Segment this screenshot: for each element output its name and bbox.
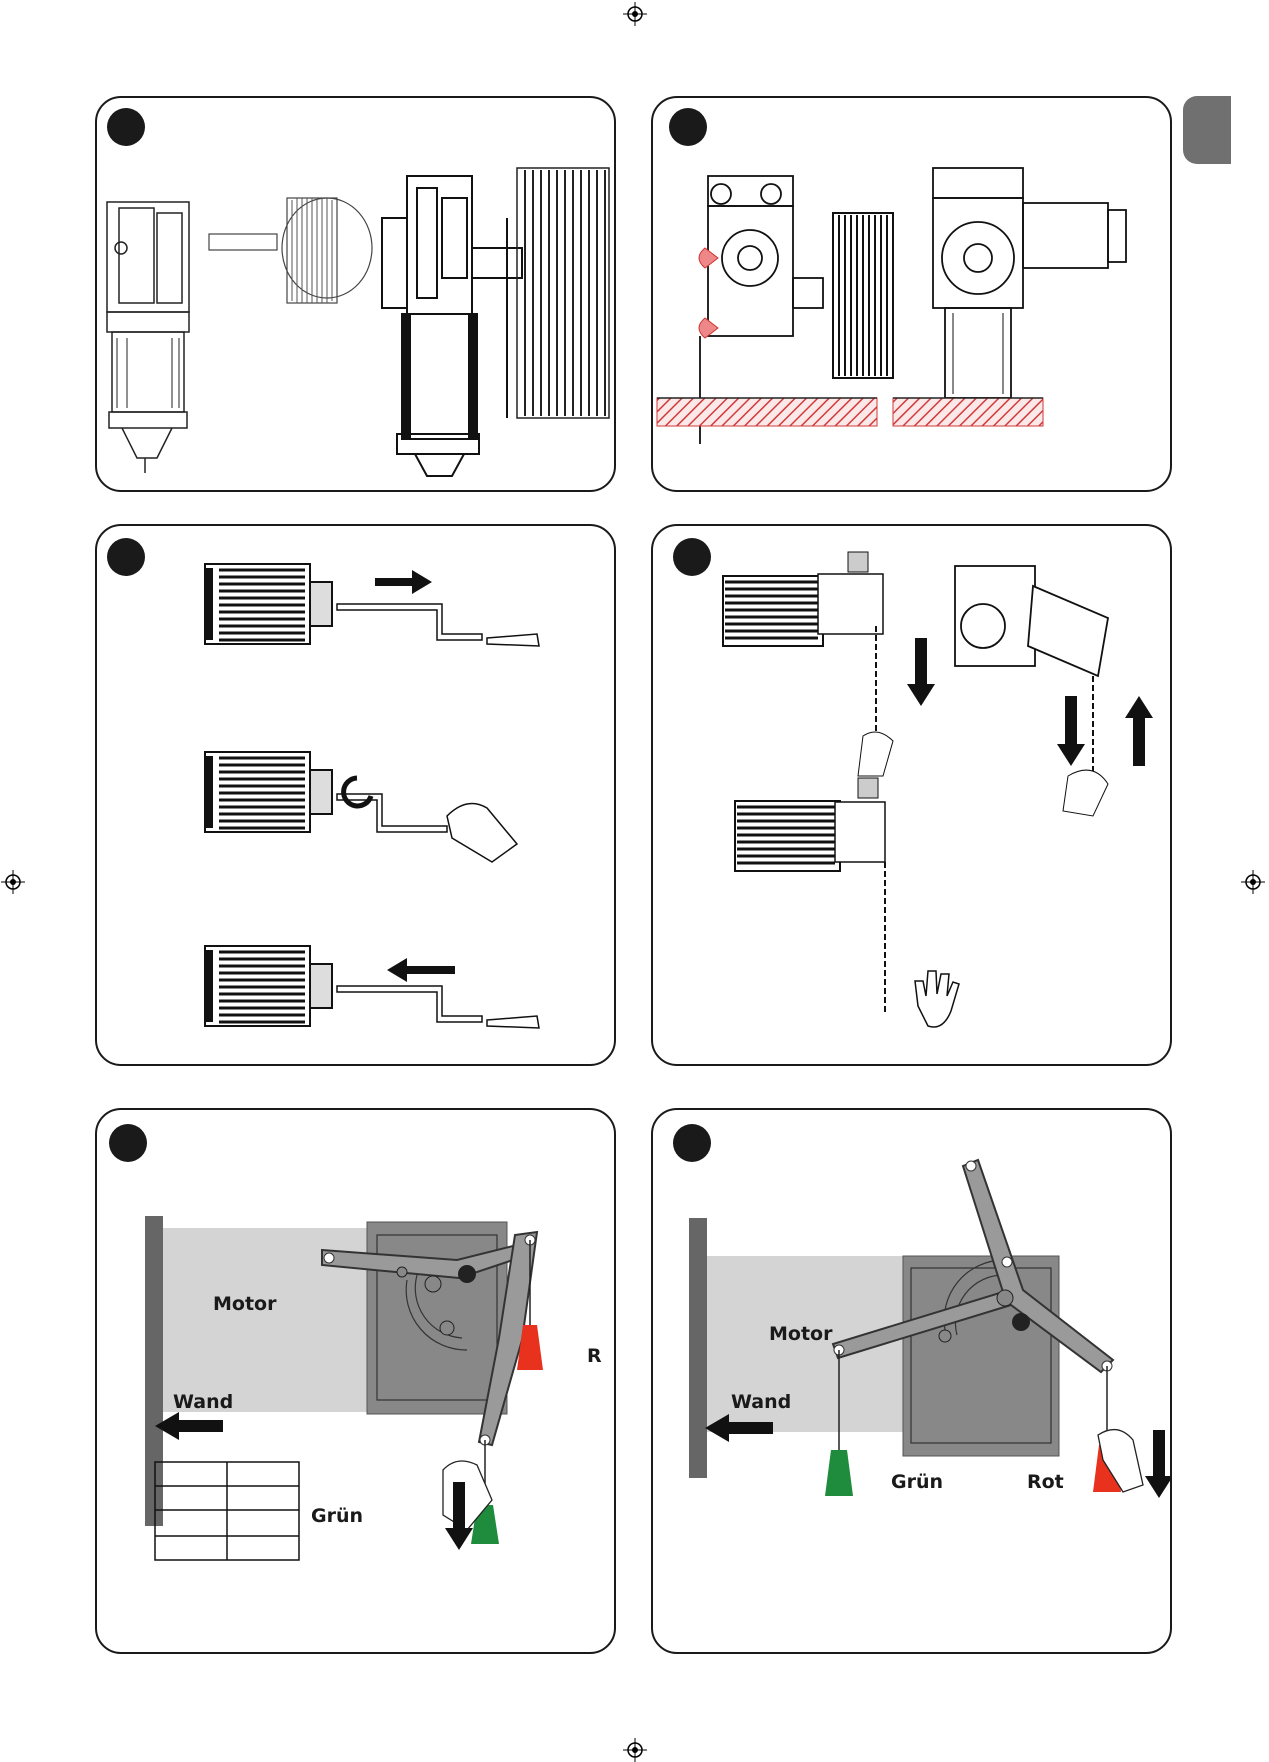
- panel-4: [651, 524, 1172, 1066]
- wall-label: Wand: [173, 1391, 233, 1413]
- limit-switch-setting-diagram: Motor Wand Grün R: [97, 1110, 616, 1654]
- green-cone: [825, 1450, 853, 1496]
- motor-floor-mounting-diagram: [653, 98, 1172, 492]
- limit-switch-setting-diagram-2: Motor Wand Grün Rot: [653, 1110, 1172, 1654]
- chain-release-diagram: [653, 526, 1172, 1066]
- wall: [145, 1216, 163, 1526]
- figure-number-badge: [109, 1124, 147, 1162]
- motor-shaft-mounting-diagram: [97, 98, 616, 492]
- red-label: Rot: [1027, 1471, 1064, 1493]
- wall-arrow-icon: [155, 1412, 223, 1440]
- figure-number-badge: [673, 1124, 711, 1162]
- panel-6: Motor Wand Grün Rot: [651, 1108, 1172, 1654]
- crank-release-steps-diagram: [97, 526, 616, 1066]
- figure-number-badge: [673, 538, 711, 576]
- motor-label: Motor: [213, 1293, 277, 1315]
- down-arrow-icon: [1145, 1430, 1172, 1498]
- figure-number-badge: [107, 538, 145, 576]
- limit-switch-housing: [367, 1222, 507, 1414]
- registration-mark-left: [1, 870, 25, 894]
- settings-table: [155, 1462, 299, 1560]
- panel-1: [95, 96, 616, 492]
- green-label: Grün: [311, 1505, 363, 1527]
- wall-label: Wand: [731, 1391, 791, 1413]
- green-label: Grün: [891, 1471, 943, 1493]
- registration-mark-top: [623, 2, 647, 26]
- red-label: R: [587, 1345, 602, 1367]
- panel-5: Motor Wand Grün R: [95, 1108, 616, 1654]
- panel-3: [95, 524, 616, 1066]
- registration-mark-bottom: [623, 1738, 647, 1762]
- panel-2: [651, 96, 1172, 492]
- figure-number-badge: [669, 108, 707, 146]
- limit-switch-housing: [903, 1256, 1059, 1456]
- registration-mark-right: [1241, 870, 1265, 894]
- wall: [689, 1218, 707, 1478]
- motor-label: Motor: [769, 1323, 833, 1345]
- language-tab: [1183, 96, 1231, 164]
- figure-number-badge: [107, 108, 145, 146]
